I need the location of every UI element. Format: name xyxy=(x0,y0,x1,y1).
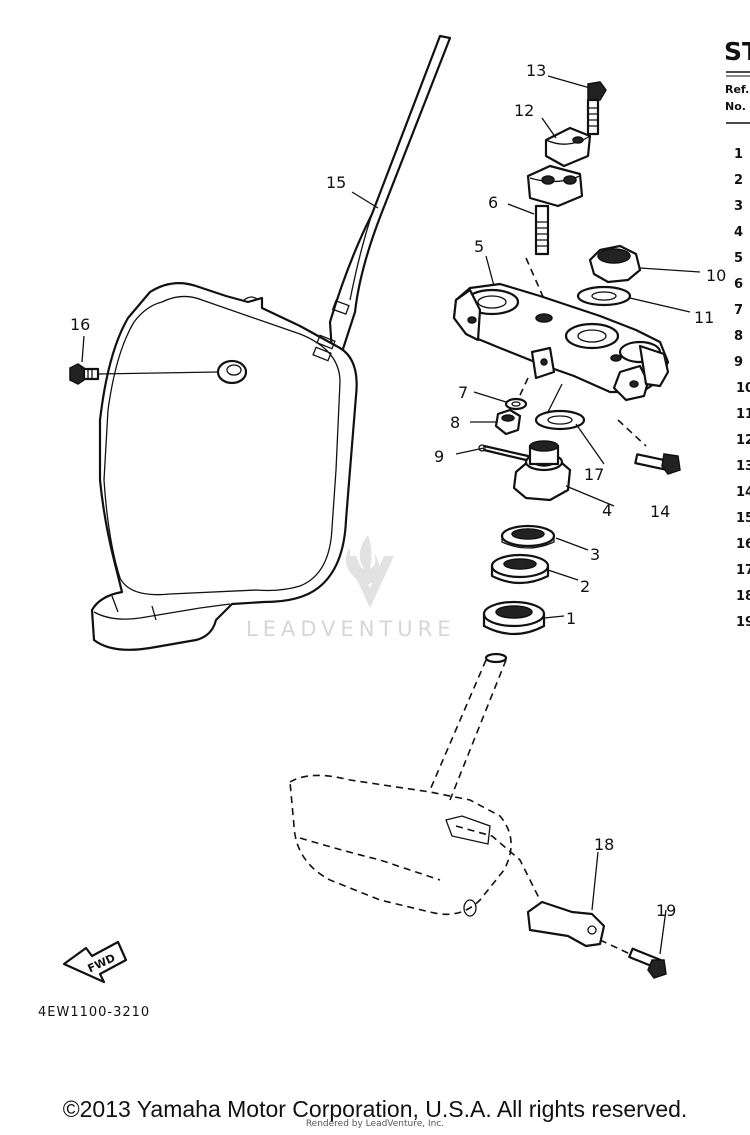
washer-17 xyxy=(534,409,586,431)
ref-number: 13 xyxy=(736,459,750,474)
ref-number: 1 xyxy=(734,147,743,162)
handlebar-holder-upper xyxy=(544,126,592,168)
ref-number: 2 xyxy=(734,173,743,188)
callout-16: 16 xyxy=(70,315,90,334)
number-plate xyxy=(90,34,452,651)
callout-11: 11 xyxy=(694,308,714,327)
ref-number: 16 xyxy=(736,537,750,552)
bearing-1 xyxy=(482,600,546,636)
callout-15: 15 xyxy=(326,173,346,192)
upper-bracket xyxy=(452,282,670,409)
table-title: ST xyxy=(724,37,750,66)
ref-number: 9 xyxy=(734,355,743,370)
callout-3: 3 xyxy=(590,545,600,564)
callout-13: 13 xyxy=(526,61,546,80)
cable-guide-18 xyxy=(526,900,631,955)
callout-6: 6 xyxy=(488,193,498,212)
rendered-by-text: Rendered by LeadVenture, Inc. xyxy=(305,1119,445,1129)
ref-number: 10 xyxy=(736,381,750,396)
ref-label: Ref. xyxy=(725,83,749,96)
callouts: 13 12 6 5 15 16 10 11 7 8 9 17 14 4 3 2 … xyxy=(70,61,726,920)
watermark-text: LEADVENTURE xyxy=(246,617,456,641)
ref-number: 18 xyxy=(736,589,750,604)
washer-7 xyxy=(504,397,528,411)
bolt-16 xyxy=(69,363,219,385)
callout-1: 1 xyxy=(566,609,576,628)
no-label: No. xyxy=(725,100,746,113)
bearing-2 xyxy=(490,553,550,585)
bolt-13 xyxy=(586,81,607,136)
dust-seal-3 xyxy=(500,524,556,549)
ref-number: 5 xyxy=(734,251,743,266)
ring-nut-4 xyxy=(512,440,572,502)
washer-11 xyxy=(576,285,691,313)
ref-number: 15 xyxy=(736,511,750,526)
callout-5: 5 xyxy=(474,237,484,256)
ref-number: 3 xyxy=(734,199,743,214)
nut-8 xyxy=(494,408,522,436)
leadventure-watermark: LEADVENTURE xyxy=(246,535,456,641)
callout-18: 18 xyxy=(594,835,614,854)
steering-stem xyxy=(289,652,541,917)
callout-2: 2 xyxy=(580,577,590,596)
callout-8: 8 xyxy=(450,413,460,432)
steering-nut-10 xyxy=(588,244,701,284)
callout-12: 12 xyxy=(514,101,534,120)
leader-lines xyxy=(81,75,667,955)
callout-14: 14 xyxy=(650,502,670,521)
callout-10: 10 xyxy=(706,266,726,285)
callout-19: 19 xyxy=(656,901,676,920)
fwd-arrow: FWD xyxy=(62,940,128,984)
ref-number: 14 xyxy=(736,485,750,500)
cotter-pin-9 xyxy=(478,444,530,462)
ref-number: 12 xyxy=(736,433,750,448)
ref-number: 8 xyxy=(734,329,743,344)
ref-number: 7 xyxy=(734,303,743,318)
ref-number: 11 xyxy=(736,407,750,422)
ref-number: 17 xyxy=(736,563,750,578)
copyright-text: ©2013 Yamaha Motor Corporation, U.S.A. A… xyxy=(62,1096,688,1122)
callout-9: 9 xyxy=(434,447,444,466)
ref-number: 4 xyxy=(734,225,743,240)
ref-number: 19 xyxy=(736,615,750,630)
drawing-number: 4EW1100-3210 xyxy=(38,1005,150,1020)
bolt-14 xyxy=(617,419,681,475)
handlebar-holder-lower xyxy=(525,164,584,309)
ref-number: 6 xyxy=(734,277,743,292)
callout-4: 4 xyxy=(602,501,612,520)
reference-table: ST Ref. No. 1234567891011121314151617181… xyxy=(724,37,750,630)
callout-17: 17 xyxy=(584,465,604,484)
callout-7: 7 xyxy=(458,383,468,402)
bolt-19 xyxy=(628,947,667,979)
